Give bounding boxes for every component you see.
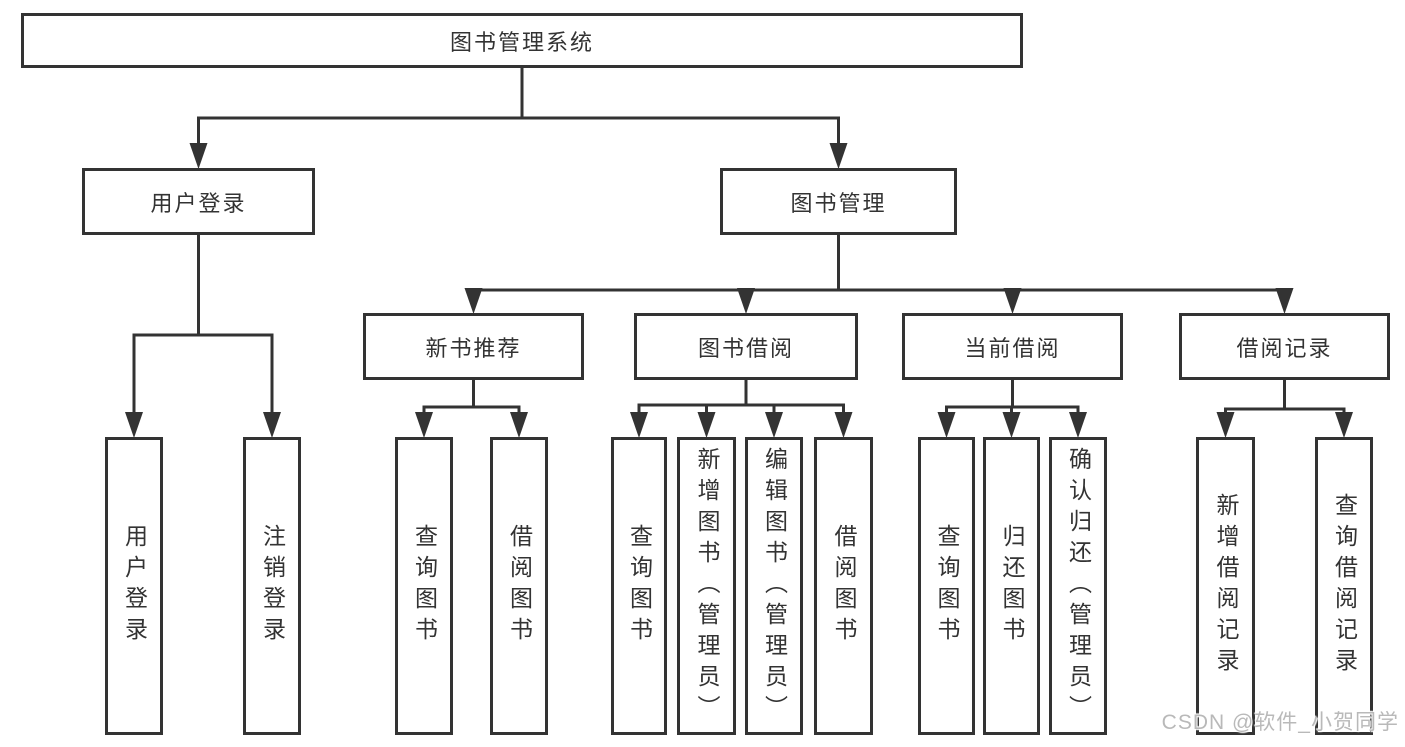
watermark: CSDN @软件_小贺同学: [1161, 711, 1399, 734]
edge-records: [1216, 379, 1353, 438]
node-leaf-bb-edit: 编辑图书（管理员）: [745, 437, 803, 735]
node-label: 查询图书: [934, 524, 960, 648]
node-label: 借阅记录: [1236, 335, 1333, 361]
edge-login: [125, 234, 281, 438]
edge-borrow: [630, 379, 853, 438]
node-label: 图书管理: [790, 190, 887, 216]
node-label: 确认归还（管理员）: [1065, 446, 1092, 726]
node-login: 用户登录: [82, 168, 315, 235]
node-label: 图书管理系统: [449, 29, 594, 55]
node-leaf-nb-borrow: 借阅图书: [490, 437, 548, 735]
node-leaf-cb-query: 查询图书: [918, 437, 975, 735]
node-label: 用户登录: [121, 524, 148, 648]
node-leaf-cb-return: 归还图书: [983, 437, 1040, 735]
node-label: 查询图书: [626, 524, 653, 648]
node-label: 编辑图书（管理员）: [761, 446, 788, 726]
node-label: 新书推荐: [425, 335, 522, 361]
node-leaf-bb-query: 查询图书: [611, 437, 667, 735]
node-leaf-r-add: 新增借阅记录: [1196, 437, 1255, 735]
node-leaf-r-query: 查询借阅记录: [1315, 437, 1373, 735]
node-label: 查询借阅记录: [1331, 493, 1358, 679]
edge-root: [189, 67, 848, 169]
node-label: 新增图书（管理员）: [694, 446, 720, 726]
edge-current: [937, 379, 1087, 438]
node-label: 用户登录: [150, 190, 247, 216]
edge-mgmt: [464, 234, 1294, 314]
node-label: 查询图书: [411, 524, 438, 648]
node-leaf-login: 用户登录: [105, 437, 163, 735]
node-leaf-bb-add: 新增图书（管理员）: [677, 437, 736, 735]
node-label: 新增借阅记录: [1213, 493, 1239, 679]
node-label: 注销登录: [259, 524, 286, 648]
edge-newbook: [415, 379, 528, 438]
node-newbook: 新书推荐: [363, 313, 584, 380]
node-leaf-nb-query: 查询图书: [395, 437, 453, 735]
node-label: 借阅图书: [506, 524, 533, 648]
node-borrow: 图书借阅: [634, 313, 858, 380]
node-label: 归还图书: [999, 524, 1025, 648]
node-leaf-logout: 注销登录: [243, 437, 301, 735]
node-label: 当前借阅: [964, 335, 1061, 361]
node-label: 借阅图书: [831, 524, 857, 648]
node-leaf-cb-confirm: 确认归还（管理员）: [1049, 437, 1107, 735]
node-leaf-bb-borrow: 借阅图书: [814, 437, 873, 735]
node-records: 借阅记录: [1179, 313, 1390, 380]
node-mgmt: 图书管理: [720, 168, 957, 235]
node-current: 当前借阅: [902, 313, 1123, 380]
node-root: 图书管理系统: [21, 13, 1023, 68]
node-label: 图书借阅: [697, 335, 794, 361]
